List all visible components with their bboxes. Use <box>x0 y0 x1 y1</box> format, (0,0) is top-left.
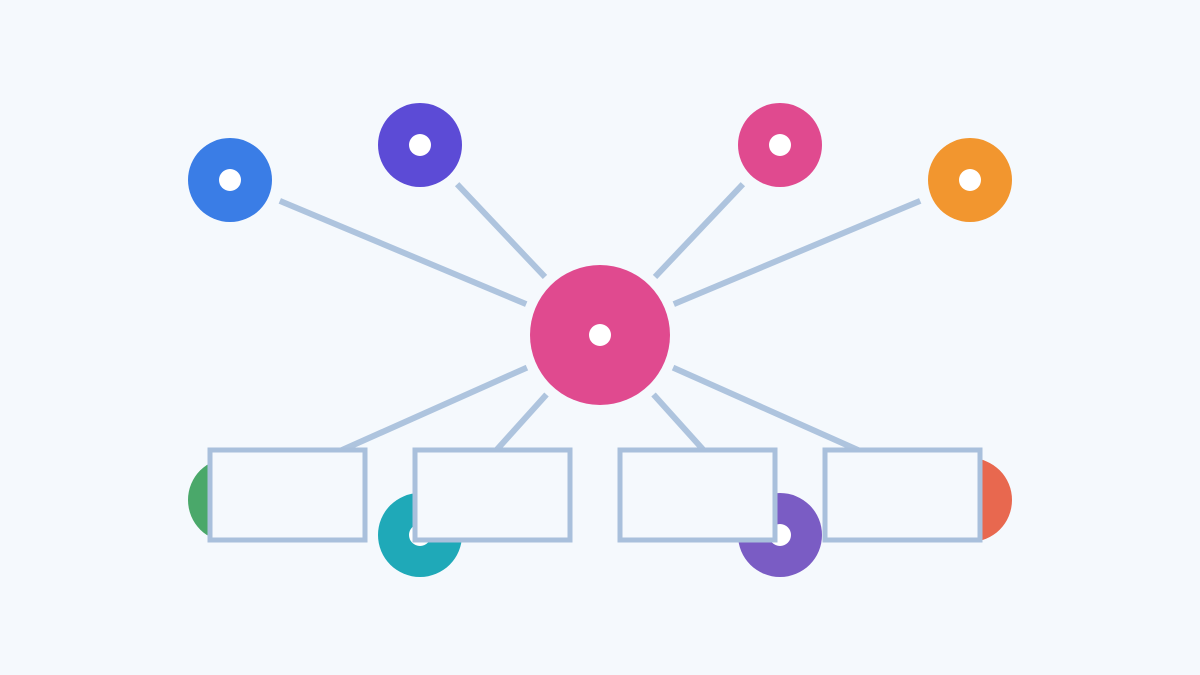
label-box-2 <box>412 447 573 543</box>
label-box-4 <box>822 447 983 543</box>
label-box-3 <box>617 447 778 543</box>
label-box-4-frame <box>822 447 983 543</box>
edge-top-1 <box>278 198 528 307</box>
node-indigo <box>378 103 462 187</box>
hub-node-hole <box>589 324 611 346</box>
node-blue <box>188 138 272 222</box>
node-indigo-hole <box>409 134 431 156</box>
label-box-3-frame <box>617 447 778 543</box>
hub-node <box>530 265 670 405</box>
node-pink-hole <box>769 134 791 156</box>
node-pink <box>738 103 822 187</box>
label-box-1-frame <box>207 447 368 543</box>
label-box-layer <box>207 447 983 543</box>
node-orange-hole <box>959 169 981 191</box>
label-box-2-frame <box>412 447 573 543</box>
edge-top-2 <box>454 182 548 279</box>
edge-top-3 <box>652 182 746 279</box>
edge-top-4 <box>672 198 922 307</box>
node-orange <box>928 138 1012 222</box>
label-box-1 <box>207 447 368 543</box>
node-blue-hole <box>219 169 241 191</box>
